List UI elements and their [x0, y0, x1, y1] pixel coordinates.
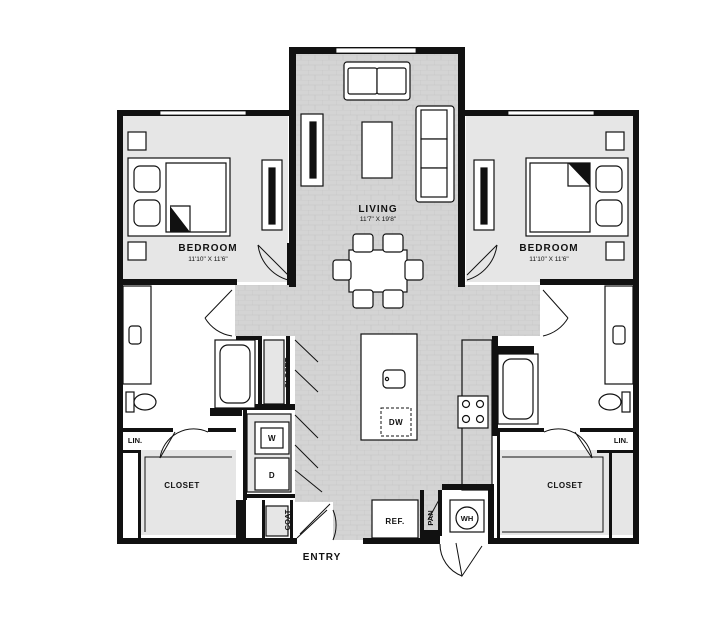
- pantry-label: PAN: [426, 510, 435, 525]
- linen-left-label: LIN.: [128, 436, 142, 445]
- water-heater-label: WH: [461, 514, 474, 523]
- living-furniture: [300, 61, 493, 539]
- dining-table: [348, 249, 408, 293]
- dishwasher-label: DW: [389, 418, 403, 427]
- toilet-tank-left: [125, 391, 135, 413]
- toilet-left: [133, 393, 157, 411]
- bath-fixtures: [122, 285, 634, 425]
- closet-left-label: CLOSET: [164, 481, 199, 490]
- bedroom-left-dims: 11'10" X 11'6": [188, 256, 228, 263]
- toilet-tank-right: [621, 391, 631, 413]
- bedroom-left-furniture: [127, 131, 283, 261]
- bedroom-right-furniture: [473, 131, 629, 261]
- bedroom-right-label: BEDROOM: [519, 243, 578, 254]
- toilet-right: [598, 393, 622, 411]
- hall-closet-label: CLOSET: [283, 357, 292, 388]
- laundry: [246, 339, 292, 537]
- closet-left-floor: [138, 450, 236, 535]
- living-label: LIVING: [358, 204, 397, 215]
- bedroom-right-dims: 11'10" X 11'6": [529, 256, 569, 263]
- range: [457, 395, 489, 429]
- bedroom-left-label: BEDROOM: [178, 243, 237, 254]
- coat-closet-label: COAT: [283, 509, 292, 530]
- doors: [159, 244, 593, 578]
- closet-right-label: CLOSET: [547, 481, 582, 490]
- closet-shelves: [144, 456, 604, 533]
- refrigerator: [371, 499, 419, 539]
- living-dims: 11'7" X 19'8": [360, 216, 397, 223]
- dryer: [254, 457, 290, 491]
- washer-label: W: [268, 434, 276, 443]
- refrigerator-label: REF.: [385, 517, 404, 526]
- dryer-label: D: [269, 471, 275, 480]
- coffee-table: [361, 121, 393, 179]
- entry-label: ENTRY: [303, 552, 342, 563]
- closet-right-floor: [497, 450, 633, 535]
- linen-right-label: LIN.: [614, 436, 628, 445]
- dishwasher: [380, 407, 412, 437]
- water-heater: [455, 506, 479, 530]
- windows: [159, 47, 595, 116]
